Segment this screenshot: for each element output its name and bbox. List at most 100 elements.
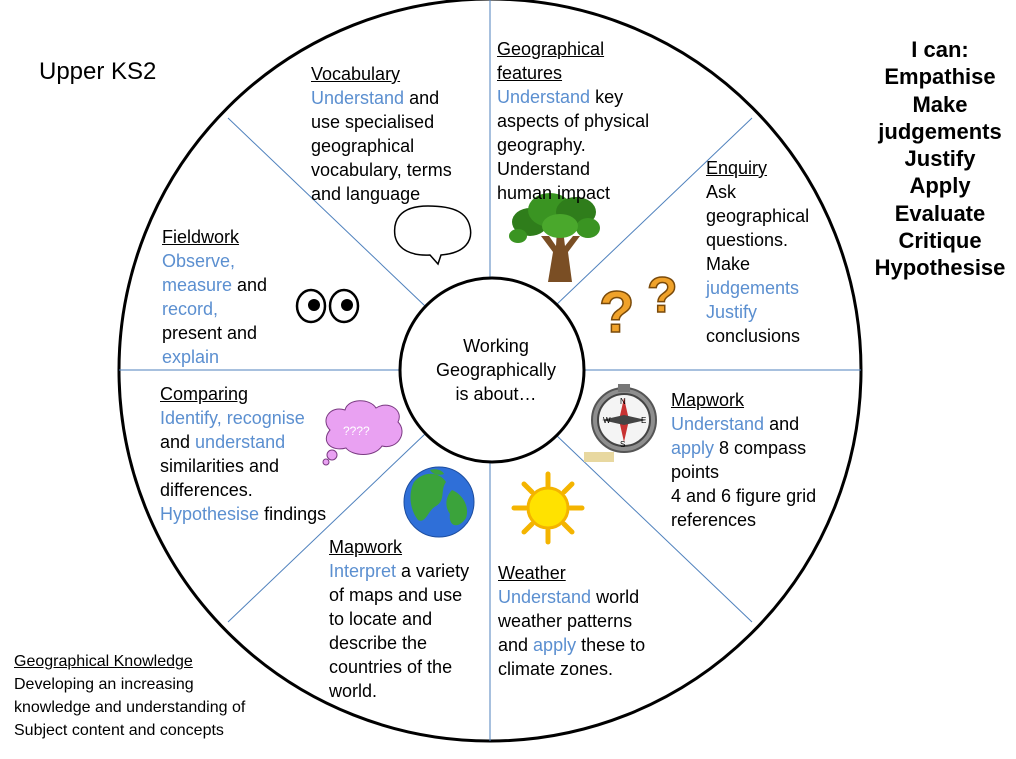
segment-text: and bbox=[160, 432, 196, 452]
segment-title: Comparing bbox=[160, 384, 249, 404]
segment-title: Weather bbox=[498, 563, 566, 583]
segment-text: human impact bbox=[497, 183, 611, 203]
tree-icon bbox=[509, 193, 600, 282]
i-can-item: Hypothesise bbox=[874, 255, 1006, 281]
accent-term: Understand bbox=[671, 414, 765, 434]
segment-mapwork-maps: Mapwork Interpret a variety of maps and … bbox=[329, 535, 469, 703]
segment-text: geography. bbox=[497, 135, 586, 155]
center-line: Geographically bbox=[435, 360, 557, 380]
segment-text: describe the bbox=[329, 633, 428, 653]
accent-term: Identify, recognise bbox=[160, 408, 305, 428]
segment-text: and bbox=[232, 275, 268, 295]
geographical-knowledge-note: Geographical Knowledge Developing an inc… bbox=[14, 650, 245, 742]
center-line: Working bbox=[463, 336, 529, 356]
segment-text: and bbox=[764, 414, 800, 434]
segment-text: to locate and bbox=[329, 609, 433, 629]
segment-text: Make bbox=[706, 254, 751, 274]
i-can-heading: I can: bbox=[911, 37, 969, 62]
accent-term: Understand bbox=[497, 87, 591, 107]
accent-term: explain bbox=[162, 347, 220, 367]
svg-text:?: ? bbox=[599, 280, 634, 345]
accent-term: Observe, bbox=[162, 251, 236, 271]
svg-text:N: N bbox=[620, 397, 626, 406]
segment-text: differences. bbox=[160, 480, 253, 500]
segment-text: points bbox=[671, 462, 720, 482]
segment-text: findings bbox=[259, 504, 327, 524]
segment-text: climate zones. bbox=[498, 659, 614, 679]
i-can-item: Make bbox=[912, 91, 968, 117]
segment-title: Fieldwork bbox=[162, 227, 240, 247]
accent-term: Interpret bbox=[329, 561, 397, 581]
segment-text: a variety bbox=[396, 561, 470, 581]
segment-vocabulary: Vocabulary Understand and use specialise… bbox=[311, 62, 452, 206]
segment-text: world. bbox=[329, 681, 378, 701]
accent-term: apply bbox=[533, 635, 577, 655]
question-marks-icon: ? ? bbox=[598, 266, 678, 346]
svg-text:E: E bbox=[641, 416, 646, 425]
segment-text: and language bbox=[311, 184, 421, 204]
segment-title: Vocabulary bbox=[311, 64, 401, 84]
segment-title: Geographical bbox=[497, 39, 605, 59]
segment-text: Ask bbox=[706, 182, 737, 202]
eyes-icon bbox=[295, 288, 360, 324]
i-can-list: I can: Empathise Make judgements Justify… bbox=[860, 36, 1016, 282]
i-can-item: judgements bbox=[878, 118, 1002, 144]
speech-bubble-icon bbox=[393, 205, 472, 266]
segment-text: geographical bbox=[311, 136, 415, 156]
svg-text:?: ? bbox=[647, 267, 678, 323]
segment-text: and bbox=[404, 88, 440, 108]
segment-text: key bbox=[590, 87, 624, 107]
segment-geographical-features: Geographical features Understand key asp… bbox=[497, 37, 649, 205]
segment-text: Understand bbox=[497, 159, 591, 179]
segment-text: references bbox=[671, 510, 757, 530]
segment-text: 8 compass bbox=[714, 438, 807, 458]
segment-enquiry: Enquiry Ask geographical questions. Make… bbox=[706, 156, 809, 348]
segment-text: questions. bbox=[706, 230, 789, 250]
segment-text: of maps and use bbox=[329, 585, 463, 605]
segment-title: Mapwork bbox=[329, 537, 403, 557]
accent-term: Understand bbox=[498, 587, 592, 607]
segment-text: countries of the bbox=[329, 657, 453, 677]
note-text: Subject content and concepts bbox=[14, 722, 224, 739]
i-can-item: Critique bbox=[898, 228, 982, 254]
segment-title: Enquiry bbox=[706, 158, 768, 178]
note-text: knowledge and understanding of bbox=[14, 699, 246, 716]
segment-dividers bbox=[119, 0, 861, 741]
segment-text: these to bbox=[576, 635, 646, 655]
segment-weather: Weather Understand world weather pattern… bbox=[498, 561, 645, 681]
center-line: is about… bbox=[455, 384, 537, 404]
i-can-item: Apply bbox=[909, 173, 971, 199]
center-label: Working Geographically is about… bbox=[401, 334, 591, 406]
svg-text:S: S bbox=[620, 440, 625, 449]
center-circle bbox=[398, 276, 586, 464]
segment-text: 4 and 6 figure grid bbox=[671, 486, 817, 506]
segment-text: use specialised bbox=[311, 112, 435, 132]
svg-text:W: W bbox=[603, 416, 611, 425]
accent-term: apply bbox=[671, 438, 715, 458]
accent-term: judgements bbox=[706, 278, 800, 298]
segment-text: conclusions bbox=[706, 326, 801, 346]
segment-text: and bbox=[498, 635, 534, 655]
segment-text: world bbox=[591, 587, 640, 607]
segment-text: weather patterns bbox=[498, 611, 633, 631]
segment-text: aspects of physical bbox=[497, 111, 650, 131]
accent-term: understand bbox=[195, 432, 286, 452]
segment-text: geographical bbox=[706, 206, 810, 226]
i-can-item: Empathise bbox=[884, 64, 996, 90]
accent-term: Hypothesise bbox=[160, 504, 260, 524]
sun-icon bbox=[511, 471, 585, 545]
accent-term: measure bbox=[162, 275, 233, 295]
segment-text: vocabulary, terms bbox=[311, 160, 452, 180]
segment-comparing: Comparing Identify, recognise and unders… bbox=[160, 382, 326, 526]
page-title: Upper KS2 bbox=[39, 58, 157, 85]
segment-title: Mapwork bbox=[671, 390, 745, 410]
compass-icon: N S W E bbox=[584, 384, 657, 462]
accent-term: record, bbox=[162, 299, 219, 319]
segment-text: similarities and bbox=[160, 456, 280, 476]
i-can-item: Evaluate bbox=[894, 200, 986, 226]
segment-title: features bbox=[497, 63, 563, 83]
accent-term: Understand bbox=[311, 88, 405, 108]
segment-mapwork-compass: Mapwork Understand and apply 8 compass p… bbox=[671, 388, 816, 532]
note-title: Geographical Knowledge bbox=[14, 653, 193, 670]
